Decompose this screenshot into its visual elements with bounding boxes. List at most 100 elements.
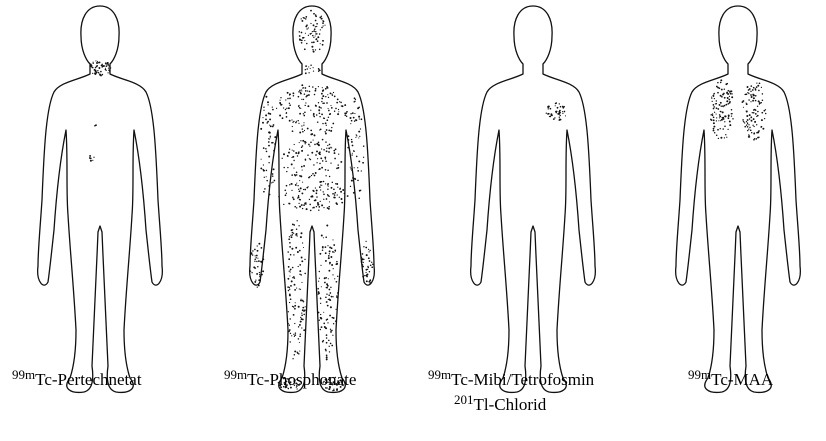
uptake-dot (299, 270, 301, 272)
uptake-dot (110, 67, 111, 68)
uptake-dot (315, 31, 316, 32)
uptake-dot (313, 114, 315, 116)
uptake-dot (315, 15, 317, 17)
uptake-dot (303, 87, 304, 88)
uptake-dot (322, 139, 324, 141)
uptake-dot (279, 115, 281, 117)
uptake-dot (337, 276, 338, 277)
uptake-dot (326, 287, 328, 289)
uptake-dot (729, 101, 731, 103)
uptake-dot (327, 169, 329, 171)
uptake-dot (109, 71, 110, 72)
uptake-dot (719, 115, 721, 117)
uptake-dot (331, 93, 332, 94)
uptake-dot (97, 61, 98, 62)
uptake-dot (296, 351, 297, 352)
uptake-dot (268, 156, 270, 158)
uptake-dot (328, 130, 330, 132)
uptake-dot (314, 134, 316, 136)
uptake-dot (329, 262, 331, 264)
uptake-dot (319, 107, 320, 108)
uptake-dot (333, 244, 335, 246)
uptake-dot (562, 111, 563, 112)
uptake-dot (347, 135, 349, 137)
uptake-dot (298, 91, 299, 92)
uptake-dot (293, 168, 294, 169)
uptake-dot (320, 189, 321, 190)
uptake-dot (321, 93, 323, 95)
uptake-dot (301, 166, 303, 168)
uptake-dot (265, 119, 267, 121)
uptake-dot (752, 100, 754, 102)
uptake-dot (305, 18, 307, 20)
uptake-dot (716, 117, 717, 118)
uptake-dot (295, 332, 297, 334)
uptake-dot (290, 333, 291, 334)
uptake-dot (357, 170, 359, 172)
uptake-dot (371, 266, 373, 268)
uptake-dot (762, 93, 764, 95)
uptake-dot (325, 277, 327, 279)
uptake-dot (95, 70, 96, 71)
uptake-dot (316, 206, 317, 207)
uptake-dot (296, 288, 297, 289)
uptake-dot (758, 90, 760, 92)
uptake-dot (721, 89, 723, 91)
uptake-dot (559, 115, 560, 116)
uptake-dot (251, 272, 252, 273)
uptake-dot (325, 133, 327, 135)
uptake-dot (338, 109, 339, 110)
uptake-dot (333, 193, 334, 194)
uptake-dot (287, 323, 288, 324)
uptake-dot (719, 114, 721, 116)
uptake-dot (728, 99, 730, 101)
uptake-dot (550, 116, 551, 117)
uptake-dot (316, 143, 318, 145)
uptake-dot (757, 85, 759, 87)
uptake-dot (298, 105, 299, 106)
uptake-dot (298, 338, 300, 340)
uptake-dot (298, 203, 299, 204)
uptake-dot (274, 143, 275, 144)
uptake-dot (300, 300, 302, 302)
uptake-dot (305, 159, 307, 161)
uptake-dot (713, 130, 715, 132)
uptake-dot (729, 121, 731, 123)
uptake-dot (721, 119, 723, 121)
uptake-dot (292, 156, 294, 158)
uptake-dot (310, 33, 312, 35)
uptake-dot (289, 120, 291, 122)
uptake-dot (293, 306, 295, 308)
uptake-dot (335, 148, 337, 150)
uptake-dot (267, 101, 269, 103)
uptake-dot (301, 99, 302, 100)
uptake-dot (90, 158, 92, 160)
uptake-dot (298, 123, 299, 124)
uptake-dot (295, 175, 297, 177)
panel-phosphonate: 99mTc-Phosphonate (212, 0, 412, 441)
uptake-dot (332, 274, 333, 275)
uptake-dot (546, 113, 547, 114)
uptake-dot (299, 90, 301, 92)
uptake-dot (326, 198, 328, 200)
uptake-dot (332, 296, 333, 297)
uptake-dot (295, 302, 296, 303)
uptake-dot (295, 122, 297, 124)
uptake-dot (304, 273, 306, 275)
uptake-dot (296, 172, 298, 174)
uptake-dot (755, 138, 757, 140)
uptake-dot (287, 167, 288, 168)
uptake-dot (290, 254, 292, 256)
uptake-dot (289, 302, 290, 303)
uptake-dot (330, 343, 332, 345)
uptake-dot (318, 110, 320, 112)
uptake-dot (255, 257, 256, 258)
uptake-dot (315, 199, 317, 201)
uptake-dot (313, 51, 315, 53)
uptake-dot (713, 93, 715, 95)
uptake-dot (744, 122, 745, 123)
uptake-dot (290, 272, 291, 273)
uptake-dot (747, 130, 748, 131)
uptake-dot (327, 305, 329, 307)
uptake-dot (263, 110, 264, 111)
